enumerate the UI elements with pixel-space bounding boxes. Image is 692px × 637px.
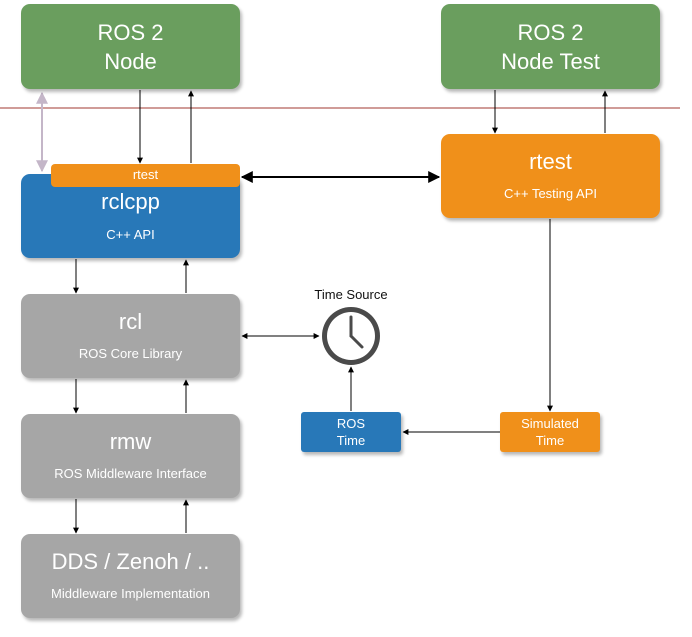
ros-time-line2: Time [336,433,366,448]
rclcpp-box: rclcpp C++ API [21,174,240,258]
simulated-time-box: Simulated Time [500,412,600,452]
rtest-api-subtitle: C++ Testing API [504,186,597,201]
rmw-box: rmw ROS Middleware Interface [21,414,240,498]
dds-title: DDS / Zenoh / .. [51,549,210,574]
rtest-api-title: rtest [529,149,572,174]
ros2-node-test-line1: ROS 2 [517,20,584,45]
rclcpp-subtitle: C++ API [106,227,155,242]
ros-time-box: ROS Time [301,412,401,452]
ros2-node-test-line2: Node Test [501,49,600,74]
rtest-api-box: rtest C++ Testing API [441,134,660,218]
ros2-node-line2: Node [104,49,157,74]
ros2-node-box: ROS 2 Node [21,4,240,89]
simulated-time-line2: Time [535,433,565,448]
rtest-tab-title: rtest [132,167,159,182]
rmw-title: rmw [109,429,152,454]
ros-time-line1: ROS [336,416,366,431]
rcl-subtitle: ROS Core Library [78,346,183,361]
ros2-node-test-box: ROS 2 Node Test [441,4,660,89]
clock-icon [322,307,380,365]
rcl-title: rcl [118,309,143,334]
rclcpp-title: rclcpp [101,189,160,214]
ros2-node-line1: ROS 2 [97,20,164,45]
time-source-label: Time Source [314,287,388,302]
simulated-time-line1: Simulated [521,416,579,431]
dds-box: DDS / Zenoh / .. Middleware Implementati… [21,534,240,618]
dds-subtitle: Middleware Implementation [51,586,210,601]
rmw-subtitle: ROS Middleware Interface [54,466,207,481]
rtest-tab: rtest [51,164,240,187]
rcl-box: rcl ROS Core Library [21,294,240,378]
